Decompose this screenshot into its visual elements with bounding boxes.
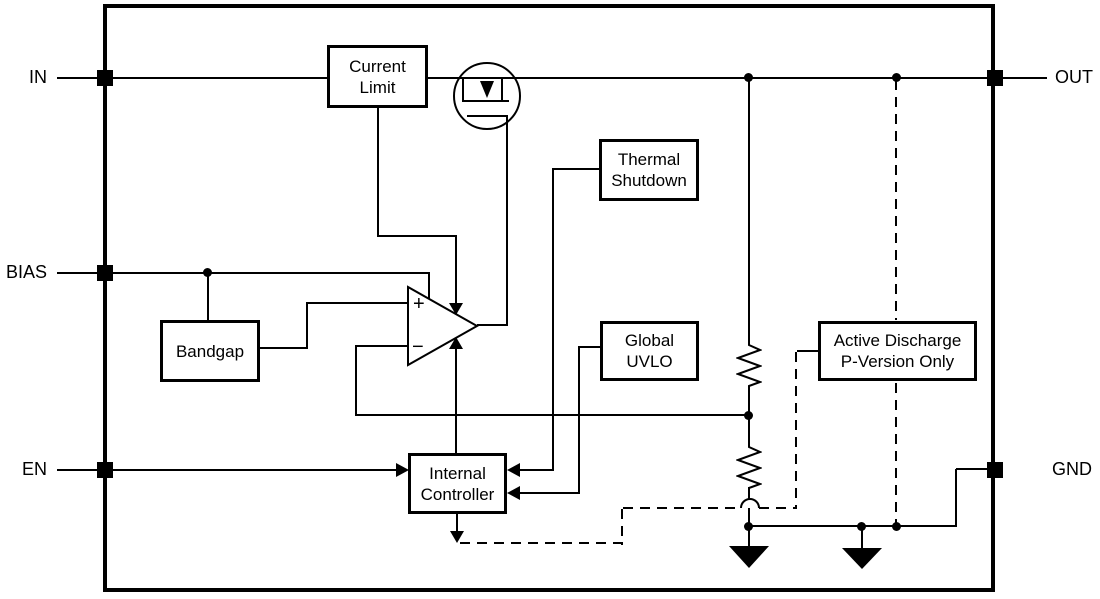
block-internal-controller: Internal Controller [408,453,507,514]
block-label: UVLO [626,352,673,371]
block-active-discharge: Active Discharge P-Version Only [818,321,977,381]
dashed-wire-controller-to-discharge-3 [623,507,741,509]
junction-dot [892,522,901,531]
pin-label-out: OUT [1055,67,1093,87]
arrow-controller-into-amp-icon [449,337,463,349]
wire-controller-to-amp [455,348,457,454]
wire-out-external [1003,77,1047,79]
dashed-wire-out-to-discharge [895,80,897,320]
wire-amp-output [477,324,508,326]
wire-amp-minus-input [357,345,409,347]
block-label: Current [349,56,406,76]
pmos-pass-fet-icon [453,62,521,130]
block-thermal-shutdown: Thermal Shutdown [599,139,699,201]
wire-thermal-down [552,168,554,471]
dashed-wire-controller-to-discharge-4 [759,507,797,509]
arrow-thermal-into-controller-icon [507,463,520,477]
wire-ground1-stem [748,526,750,546]
wire-en-rail [107,469,396,471]
wire-gnd-up [955,469,957,527]
junction-dot [744,522,753,531]
wire-crossover-hop-icon [740,498,760,509]
dashed-wire-discharge-to-gnd [895,383,897,528]
junction-dot [744,411,753,420]
wire-uvlo-out [579,346,601,348]
block-global-uvlo: Global UVLO [600,321,699,381]
block-label: Active Discharge [833,331,962,350]
ic-boundary-outline [103,4,995,592]
wire-bandgap-up [306,302,308,349]
wire-current-limit-drop [377,106,379,237]
pin-pad-out [987,70,1003,86]
pin-pad-in [97,70,113,86]
wire-current-limit-elbow [377,235,457,237]
pin-label-gnd: GND [1052,459,1092,479]
block-label: Thermal [617,150,681,169]
wire-en-external [57,469,97,471]
wire-bias-external [57,272,97,274]
arrow-uvlo-into-controller-icon [507,486,520,500]
arrow-en-into-controller-icon [396,463,409,477]
wire-bias-rail [107,272,430,274]
pin-label-in: IN [29,67,47,87]
junction-dot [892,73,901,82]
feedback-resistor-upper-icon [736,341,762,389]
wire-gnd-pin [956,468,987,470]
wire-bias-to-amp [428,272,430,300]
block-label: Bandgap [175,341,245,361]
pin-label-en: EN [21,459,47,479]
wire-thermal-into-controller [516,469,553,471]
error-amplifier-icon [407,285,480,367]
dashed-wire-discharge-left [795,352,797,508]
block-label: P-Version Only [840,352,955,371]
feedback-resistor-lower-icon [736,443,762,491]
block-bandgap: Bandgap [160,320,260,382]
pin-label-bias: BIAS [5,262,47,282]
ground-symbol-icon [842,548,882,569]
wire-gate-drive [506,115,508,326]
wire-controller-bottom [456,513,458,532]
junction-dot [203,268,212,277]
block-label: Global [624,331,675,350]
dashed-wire-controller-to-discharge-1 [460,542,624,544]
wire-bias-to-bandgap [207,272,209,321]
junction-dot [857,522,866,531]
block-label: Internal [429,463,486,483]
wire-in-external [57,77,97,79]
wire-uvlo-down [578,346,580,494]
wire-current-limit-to-amp [455,235,457,304]
wire-gnd-rail [749,525,957,527]
block-label: Shutdown [611,171,687,190]
amp-plus-sign: + [413,293,425,315]
wire-uvlo-into-controller [516,492,579,494]
arrow-current-limit-into-amp-icon [449,303,463,315]
pin-pad-bias [97,265,113,281]
ground-symbol-icon [729,546,769,568]
wire-bandgap-out [260,347,308,349]
wire-in-out-rail [107,77,987,79]
wire-active-discharge-stub [797,350,819,352]
pin-pad-en [97,462,113,478]
dashed-wire-controller-to-discharge-2 [621,509,623,545]
wire-ground2-stem [861,526,863,548]
wire-thermal-shutdown-out [553,168,600,170]
arrow-controller-discharge-out-icon [450,531,464,543]
pin-pad-gnd [987,462,1003,478]
wire-amp-plus-input [307,302,409,304]
block-label: Limit [359,77,396,97]
amp-minus-sign: − [412,336,424,358]
block-label: Controller [420,484,495,504]
junction-dot [744,73,753,82]
block-current-limit: Current Limit [327,45,428,108]
wire-minus-down [355,345,357,416]
wire-out-to-divider [748,77,750,344]
